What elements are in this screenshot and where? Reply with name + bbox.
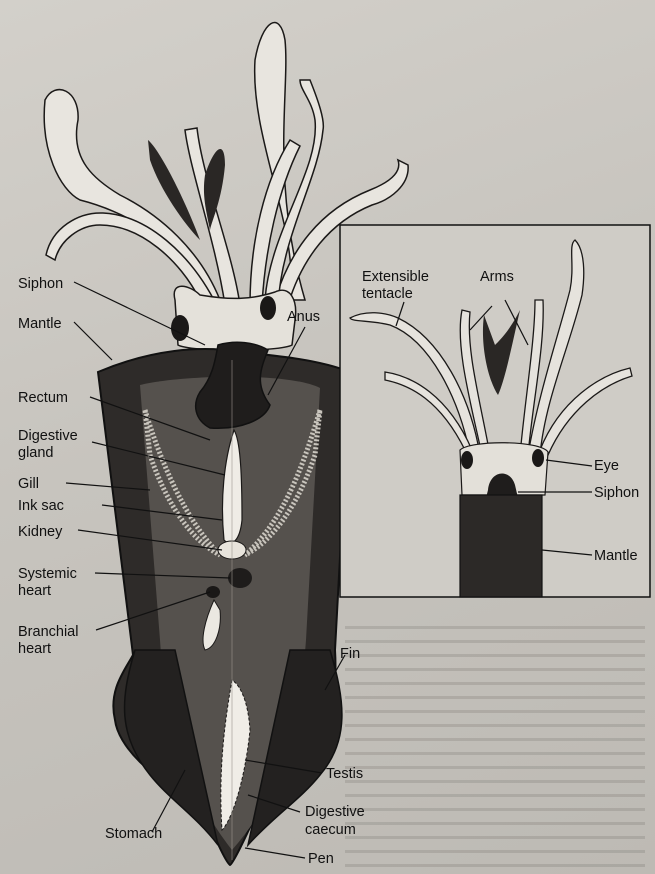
inset-label-mantle: Mantle: [594, 548, 638, 564]
inset-label-eye: Eye: [594, 458, 619, 474]
label-siphon: Siphon: [18, 276, 63, 292]
main-left-eye-icon: [171, 315, 189, 341]
inset-right-eye-icon: [532, 449, 544, 467]
main-right-eye-icon: [260, 296, 276, 320]
label-systemic-heart-line2: heart: [18, 583, 51, 599]
label-branchial-heart-line2: heart: [18, 641, 51, 657]
inset-label-extensible-tentacle-line2: tentacle: [362, 286, 413, 302]
label-ink-sac: Ink sac: [18, 498, 64, 514]
label-digestive-gland-line2: gland: [18, 445, 53, 461]
label-mantle: Mantle: [18, 316, 62, 332]
label-stomach: Stomach: [105, 826, 162, 842]
label-rectum: Rectum: [18, 390, 68, 406]
inset-panel: Extensible tentacle Arms Eye Siphon Mant…: [340, 225, 650, 597]
label-kidney: Kidney: [18, 524, 63, 540]
label-anus: Anus: [287, 309, 320, 325]
label-pen: Pen: [308, 851, 334, 867]
label-testis: Testis: [326, 766, 363, 782]
label-systemic-heart-line1: Systemic: [18, 566, 77, 582]
inset-left-eye-icon: [461, 451, 473, 469]
label-gill: Gill: [18, 476, 39, 492]
inset-mantle: [460, 495, 542, 597]
label-fin: Fin: [340, 646, 360, 662]
inset-label-siphon: Siphon: [594, 485, 639, 501]
main-branchial-heart: [206, 586, 220, 598]
label-digestive-caecum-line1: Digestive: [305, 804, 365, 820]
label-digestive-gland-line1: Digestive: [18, 428, 78, 444]
inset-label-arms: Arms: [480, 269, 514, 285]
inset-label-extensible-tentacle-line1: Extensible: [362, 269, 429, 285]
label-branchial-heart-line1: Branchial: [18, 624, 78, 640]
label-digestive-caecum-line2: caecum: [305, 822, 356, 838]
